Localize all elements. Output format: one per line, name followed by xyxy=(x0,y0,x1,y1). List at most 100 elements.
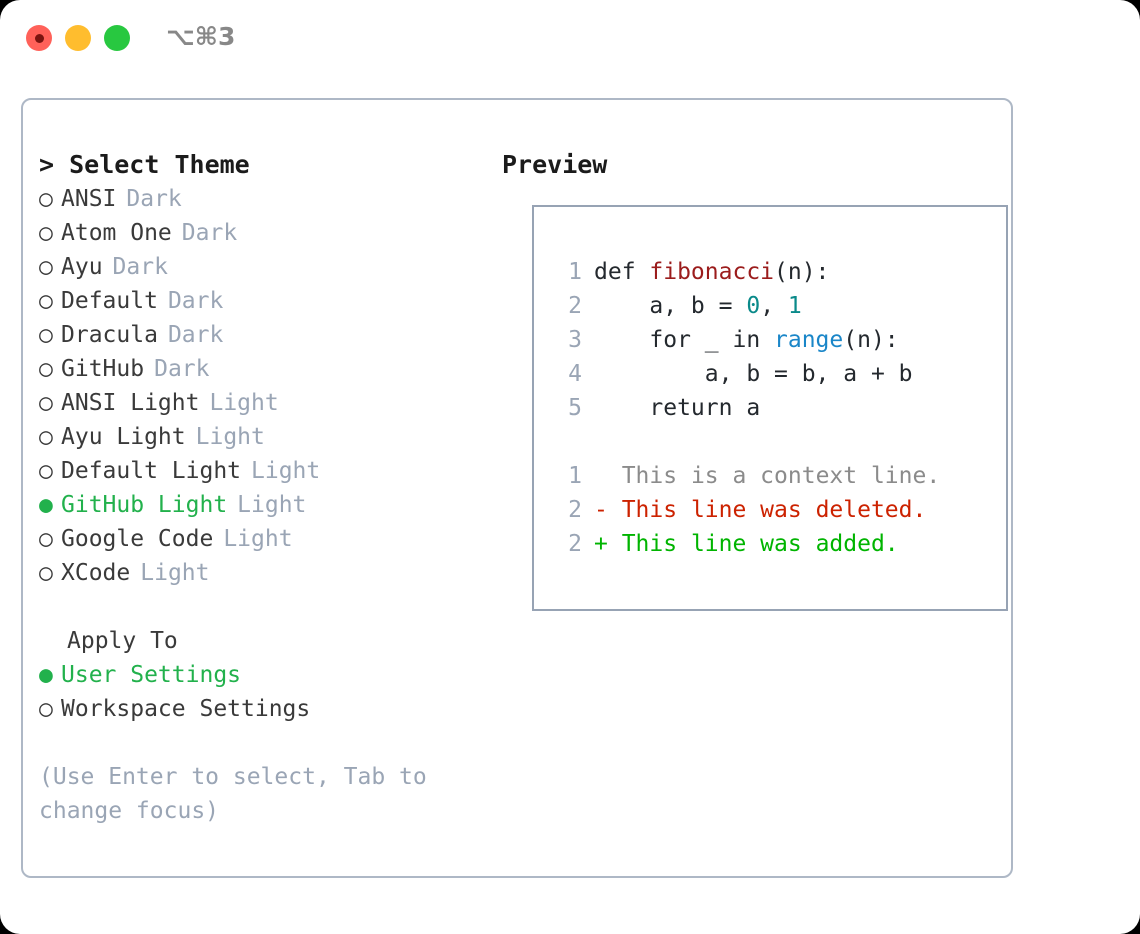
code-token-plain: , xyxy=(760,293,788,319)
theme-option-category: Dark xyxy=(126,186,182,212)
theme-option-category: Dark xyxy=(112,254,168,280)
theme-option-category: Dark xyxy=(154,356,210,382)
code-token-plain: (n): xyxy=(774,259,830,285)
select-theme-heading: > Select Theme xyxy=(39,150,250,179)
code-token-plain: a, b = b, a + b xyxy=(594,361,913,387)
diff-text: This line was deleted. xyxy=(607,497,927,523)
theme-option-name: Default Light xyxy=(61,458,242,484)
radio-unselected-icon: ○ xyxy=(39,560,53,586)
close-window-button[interactable] xyxy=(26,25,52,51)
code-line: 1 def fibonacci(n): xyxy=(552,255,940,289)
theme-option-name: ANSI xyxy=(61,186,117,212)
radio-selected-icon: ● xyxy=(39,662,53,688)
section-spacer xyxy=(39,590,489,624)
theme-option-category: Light xyxy=(223,526,293,552)
theme-option-category: Light xyxy=(140,560,210,586)
code-token-fn: fibonacci xyxy=(649,259,775,285)
apply-to-option-list[interactable]: ● User Settings ○Workspace Settings xyxy=(39,658,489,726)
keyboard-shortcut-label: ⌥⌘3 xyxy=(166,22,236,51)
theme-option-category: Light xyxy=(209,390,279,416)
zoom-window-button[interactable] xyxy=(104,25,130,51)
radio-unselected-icon: ○ xyxy=(39,458,53,484)
theme-option-name: Google Code xyxy=(61,526,214,552)
radio-unselected-icon: ○ xyxy=(39,526,53,552)
theme-option[interactable]: ○ Dracula Dark xyxy=(39,318,489,352)
title-bar: ⌥⌘3 xyxy=(0,0,1140,76)
window-controls xyxy=(26,25,130,51)
radio-unselected-icon: ○ xyxy=(39,220,53,246)
diff-text: This is a context line. xyxy=(607,463,941,489)
radio-selected-icon: ● xyxy=(39,492,53,518)
theme-option-category: Light xyxy=(237,492,307,518)
code-token-plain: (n): xyxy=(843,327,899,353)
code-token-kw: range xyxy=(774,327,844,353)
code-line-content: return a xyxy=(594,391,760,425)
radio-unselected-icon: ○ xyxy=(39,288,53,314)
code-blank-line xyxy=(552,425,940,459)
diff-line-number: 2 xyxy=(568,497,582,523)
theme-option-name: Ayu Light xyxy=(61,424,186,450)
keyboard-hint-text: (Use Enter to select, Tab to change focu… xyxy=(39,764,427,824)
radio-unselected-icon: ○ xyxy=(39,254,53,280)
code-line-number: 5 xyxy=(568,395,582,421)
theme-option-category: Light xyxy=(251,458,321,484)
diff-line-number: 2 xyxy=(568,531,582,557)
theme-option-category: Dark xyxy=(167,322,224,348)
diff-line-number: 1 xyxy=(568,463,582,489)
theme-option-name: Dracula xyxy=(61,322,158,348)
code-token-plain: a, b = xyxy=(594,293,747,319)
theme-option[interactable]: ○ Google Code Light xyxy=(39,522,489,556)
code-line: 5 return a xyxy=(552,391,940,425)
radio-unselected-icon: ○ xyxy=(39,696,53,722)
theme-option-name: GitHub xyxy=(61,356,145,382)
code-line-content: def fibonacci(n): xyxy=(594,255,829,289)
code-line-number: 2 xyxy=(568,293,582,319)
theme-option[interactable]: ○ ANSI Dark xyxy=(39,182,489,216)
code-token-plain: for _ in xyxy=(594,327,775,353)
apply-to-option[interactable]: ● User Settings xyxy=(39,658,489,692)
preview-heading: Preview xyxy=(502,150,608,179)
code-line-number: 1 xyxy=(568,259,582,285)
code-line: 3 for _ in range(n): xyxy=(552,323,940,357)
diff-text: This line was added. xyxy=(607,531,899,557)
diff-line-added: 2+ This line was added. xyxy=(552,527,940,561)
code-token-num: 1 xyxy=(787,293,802,319)
theme-option-name: GitHub Light xyxy=(61,492,228,518)
minimize-window-button[interactable] xyxy=(65,25,91,51)
code-line-number: 3 xyxy=(568,327,582,353)
diff-line-context: 1 This is a context line. xyxy=(552,459,940,493)
theme-option[interactable]: ● GitHub Light Light xyxy=(39,488,489,522)
diff-sign: - xyxy=(594,497,608,523)
diff-sign xyxy=(594,459,608,493)
radio-unselected-icon: ○ xyxy=(39,322,53,348)
code-line-content: a, b = 0, 1 xyxy=(594,289,802,323)
code-line-number: 4 xyxy=(568,361,582,387)
theme-option[interactable]: ○ Default Light Light xyxy=(39,454,489,488)
code-line: 4 a, b = b, a + b xyxy=(552,357,940,391)
theme-option-category: Dark xyxy=(167,288,224,314)
radio-unselected-icon: ○ xyxy=(39,390,53,416)
radio-unselected-icon: ○ xyxy=(39,186,53,212)
code-line: 2 a, b = 0, 1 xyxy=(552,289,940,323)
code-line-content: a, b = b, a + b xyxy=(594,357,913,391)
apply-to-heading: Apply To xyxy=(67,628,178,654)
diff-line-deleted: 2- This line was deleted. xyxy=(552,493,940,527)
apply-to-option[interactable]: ○Workspace Settings xyxy=(39,692,489,726)
code-token-plain: def xyxy=(594,259,650,285)
radio-unselected-icon: ○ xyxy=(39,424,53,450)
apply-to-option-label: User Settings xyxy=(61,662,242,688)
code-token-num: 0 xyxy=(746,293,761,319)
